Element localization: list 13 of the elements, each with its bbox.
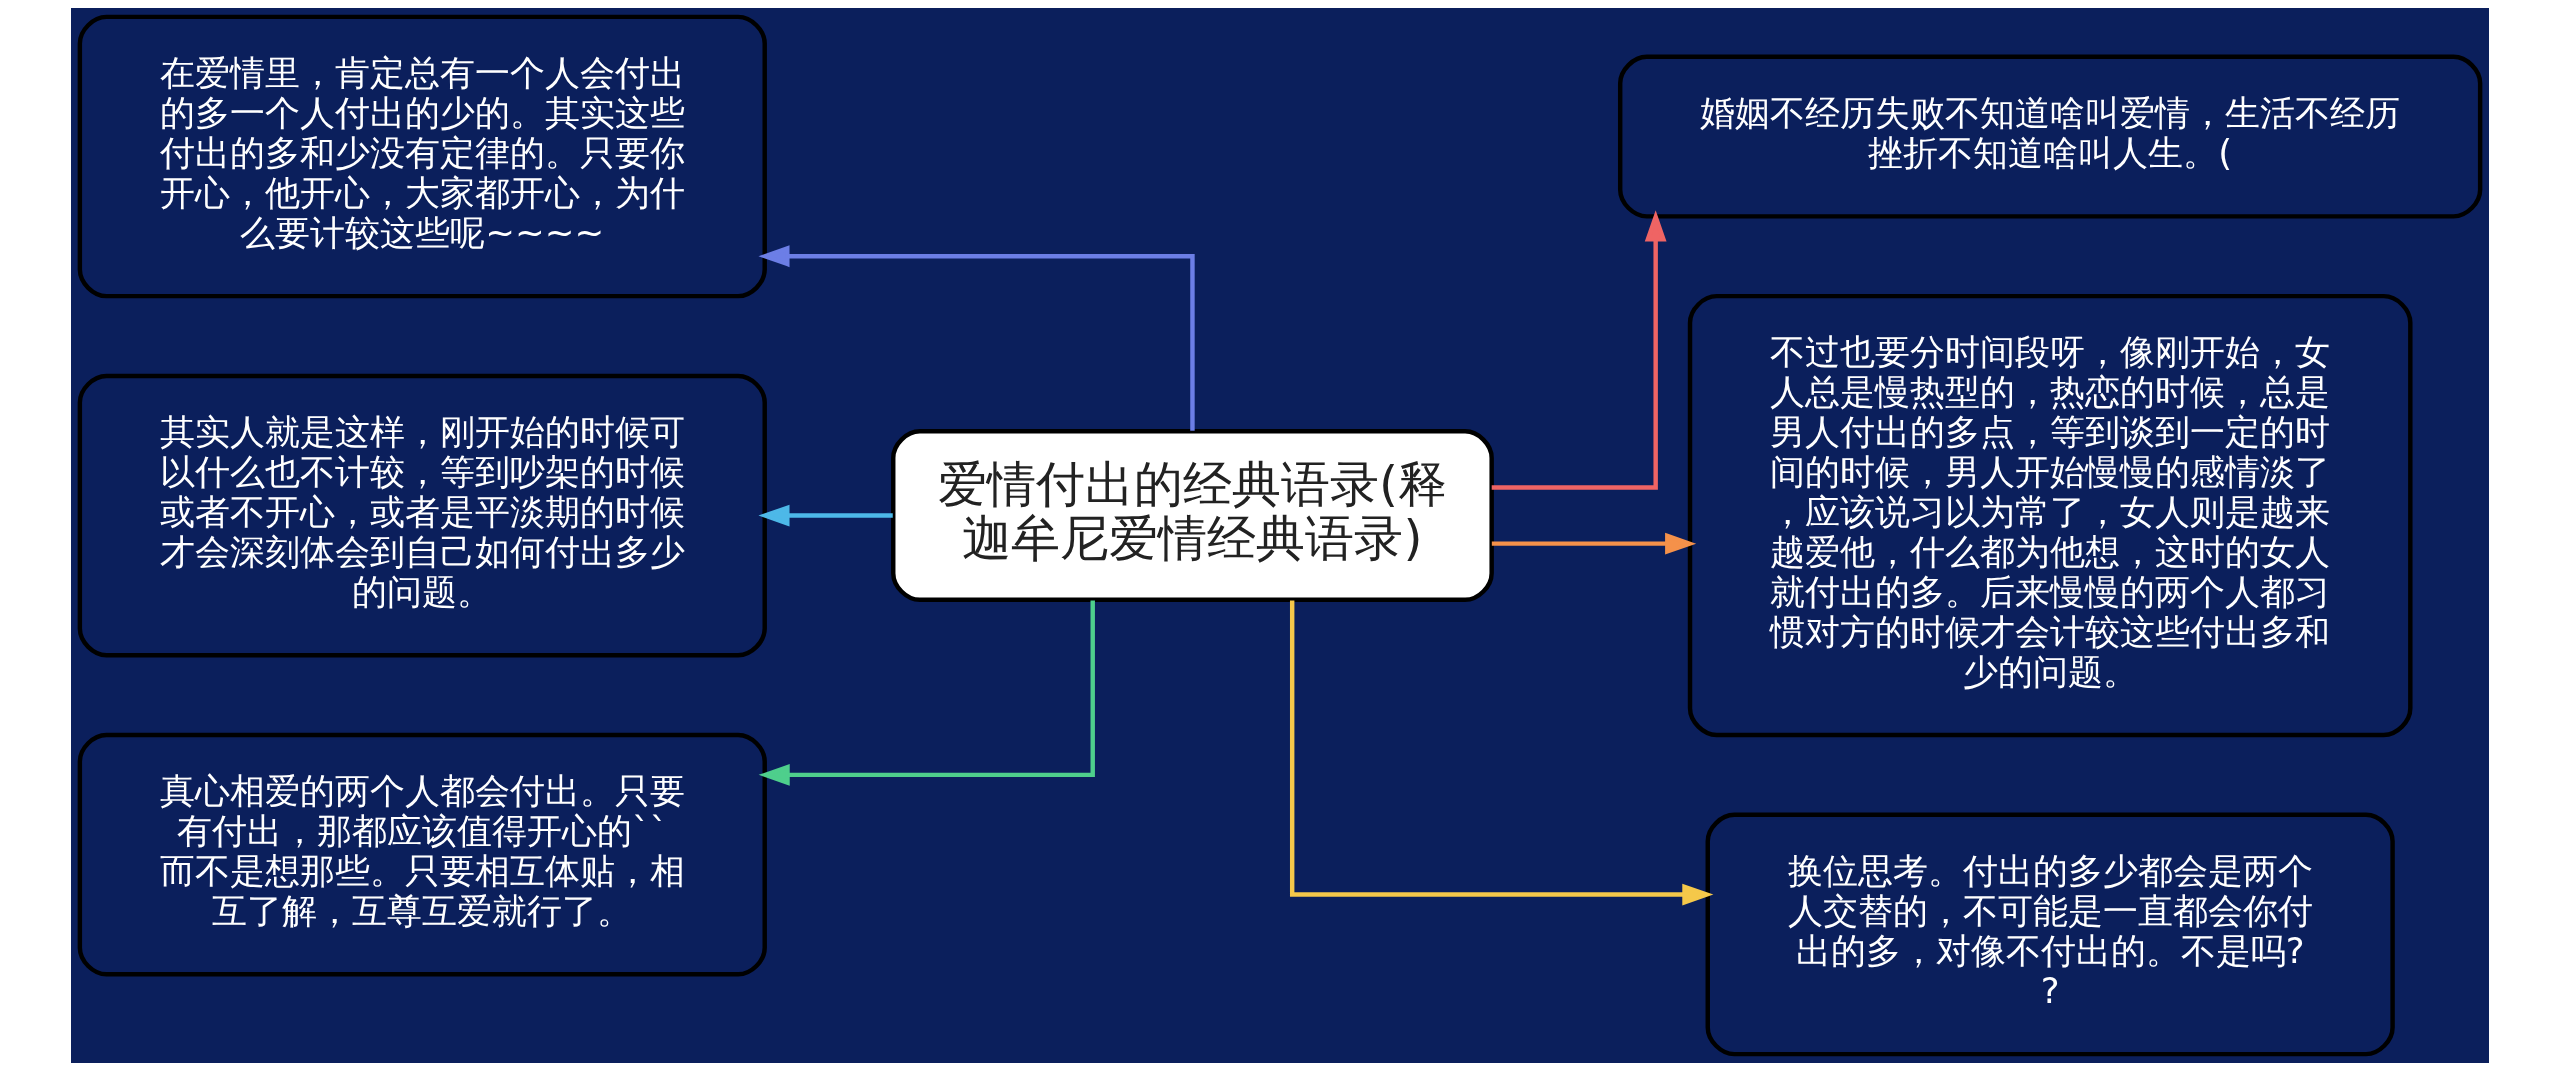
node-box: 真心相爱的两个人都会付出。只要有付出，那都应该值得开心的``而不是想那些。只要相互体贴，相互了解，互尊互爱就行了。 bbox=[77, 732, 767, 977]
arrow bbox=[758, 504, 893, 527]
arrow bbox=[1491, 210, 1667, 490]
arrow bbox=[1289, 600, 1714, 906]
node-box: 婚姻不经历失败不知道啥叫爱情，生活不经历挫折不知道啥叫人生。( bbox=[1618, 54, 2483, 219]
arrow bbox=[1491, 532, 1697, 555]
node-box: 不过也要分时间段呀，像刚开始，女人总是慢热型的，热恋的时候，总是男人付出的多点，等到谈到一定的时间的时候，男人开始慢慢的感情淡了，应该说习以为常了，女人则是越来越爱他，什么都为他想，这时的女人就付出的多。后来慢慢的两个人都习惯对方的时候才会计较这些付出多和少的问题。 bbox=[1687, 293, 2413, 738]
arrow bbox=[758, 245, 1195, 431]
node-box: 在爱情里，肯定总有一个人会付出的多一个人付出的少的。其实这些付出的多和少没有定律的。只要你开心，他开心，大家都开心，为什么要计较这些呢~~~~ bbox=[77, 14, 767, 299]
node-box: 其实人就是这样，刚开始的时候可以什么也不计较，等到吵架的时候或者不开心，或者是平淡期的时候才会深刻体会到自己如何付出多少的问题。 bbox=[77, 373, 767, 658]
arrow bbox=[758, 600, 1095, 786]
node-box: 爱情付出的经典语录(释迦牟尼爱情经典语录) bbox=[891, 429, 1494, 602]
node-box: 换位思考。付出的多少都会是两个人交替的，不可能是一直都会你付出的多，对像不付出的。不是吗?? bbox=[1705, 812, 2395, 1057]
